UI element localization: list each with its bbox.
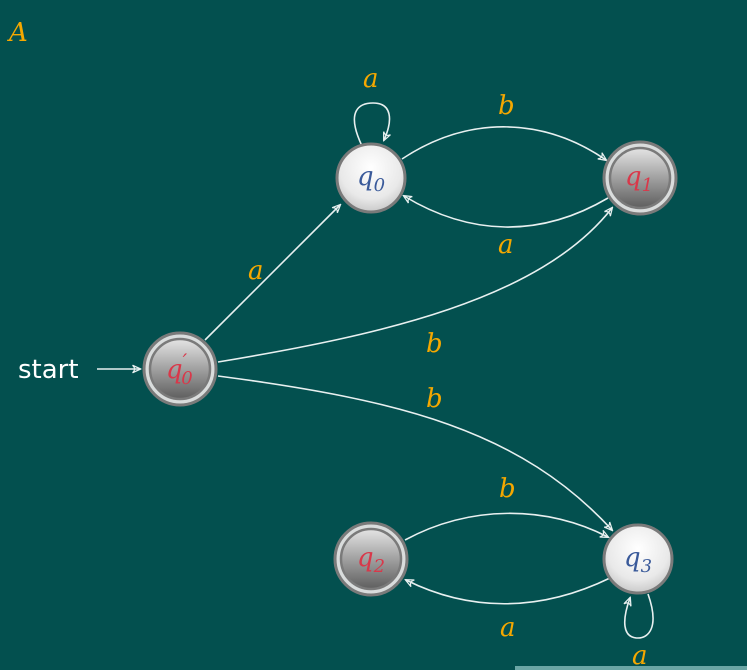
edge-q0p-q1 — [217, 208, 612, 363]
edge-q1-q0 — [404, 196, 609, 228]
edge-q0-self — [353, 102, 389, 147]
state-q0-prime-label: q′0 — [166, 349, 193, 389]
edge-label-q3-self: a — [632, 641, 648, 670]
edge-label-q0-q1: b — [498, 91, 515, 121]
diagram-title: A — [7, 18, 28, 48]
edge-q0-q1 — [401, 126, 606, 160]
edge-q3-self — [625, 593, 654, 639]
state-q2-label: q2 — [357, 543, 385, 577]
edge-label-q3-q2: a — [500, 613, 516, 643]
edge-q0p-q0 — [204, 205, 340, 341]
state-q0-label: q0 — [357, 162, 385, 196]
edge-label-q0-self: a — [363, 64, 379, 94]
edge-label-q0p-q3: b — [426, 384, 443, 414]
state-q1-label: q1 — [625, 162, 653, 196]
edge-q0p-q3 — [217, 375, 612, 530]
edge-label-q1-q0: a — [498, 230, 514, 260]
state-q0: q0 — [335, 142, 407, 214]
edge-label-q2-q3: b — [499, 474, 516, 504]
state-q3-label: q3 — [624, 543, 652, 577]
state-q2: q2 — [333, 521, 409, 597]
edge-label-q0p-q0: a — [248, 256, 264, 286]
state-q0-prime: q′0 — [142, 331, 218, 407]
edge-q3-q2 — [406, 577, 611, 605]
bottom-strip — [515, 666, 747, 670]
state-q1: q1 — [602, 140, 678, 216]
edge-label-q0p-q1: b — [426, 329, 443, 359]
edge-q2-q3 — [404, 512, 608, 541]
state-q3: q3 — [602, 523, 674, 595]
start-label: start — [18, 355, 79, 385]
